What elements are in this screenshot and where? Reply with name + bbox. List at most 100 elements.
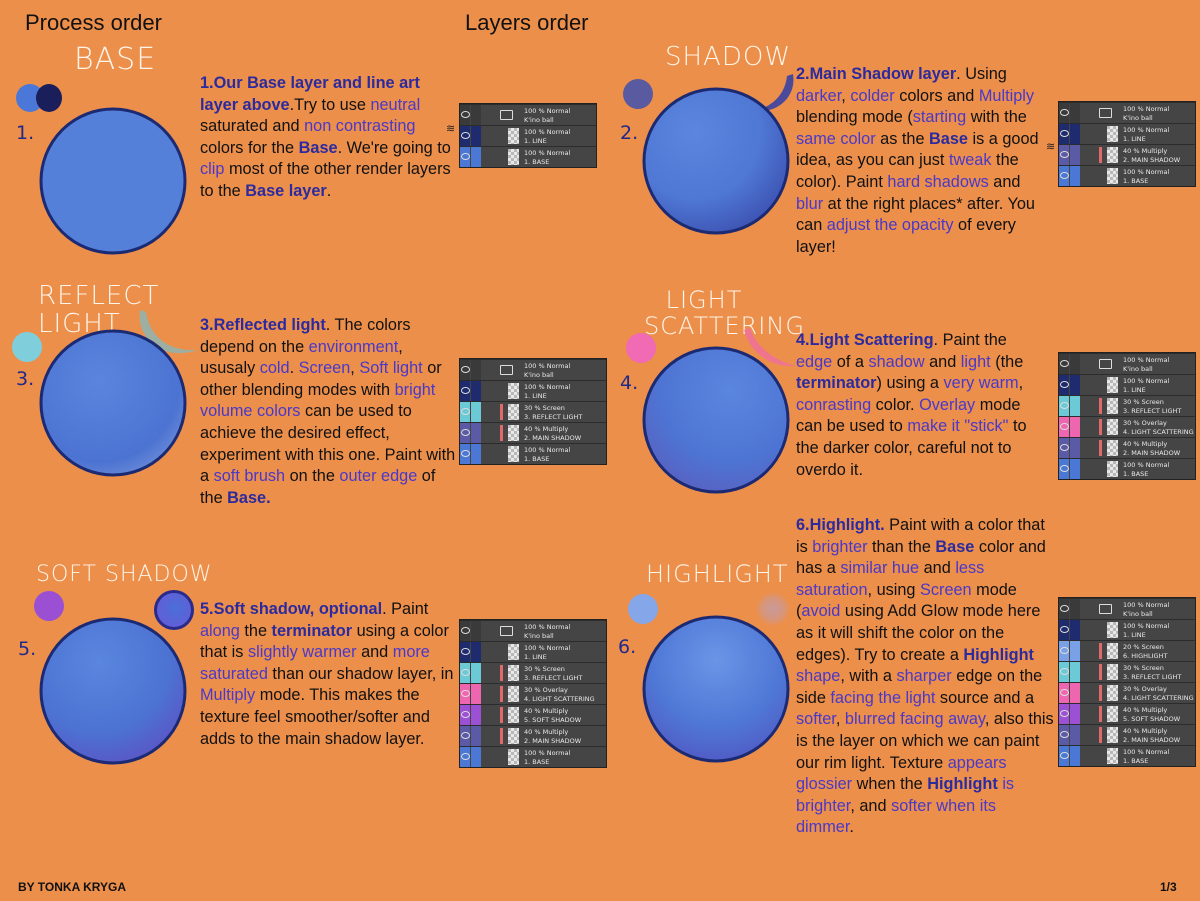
eye-icon[interactable] xyxy=(1060,151,1069,158)
layer-lock-cell[interactable] xyxy=(1070,396,1080,416)
eye-icon[interactable] xyxy=(1060,109,1069,116)
layer-lock-cell[interactable] xyxy=(1070,662,1080,682)
layer-lock-cell[interactable] xyxy=(471,402,481,422)
layer-lock-cell[interactable] xyxy=(1070,145,1080,165)
eye-icon[interactable] xyxy=(461,387,470,394)
layer-lock-cell[interactable] xyxy=(471,423,481,443)
layer-lock-cell[interactable] xyxy=(471,726,481,746)
eye-icon[interactable] xyxy=(1060,360,1069,367)
eye-icon[interactable] xyxy=(1060,689,1069,696)
eye-icon[interactable] xyxy=(1060,710,1069,717)
eye-icon[interactable] xyxy=(461,450,470,457)
layer-lock-cell[interactable] xyxy=(1070,683,1080,703)
layer-lock-cell[interactable] xyxy=(1070,438,1080,458)
eye-icon[interactable] xyxy=(1060,647,1069,654)
eye-icon[interactable] xyxy=(461,669,470,676)
layer-lock-cell[interactable] xyxy=(471,444,481,464)
layer-lock-cell[interactable] xyxy=(1070,704,1080,724)
eye-icon[interactable] xyxy=(1060,605,1069,612)
eye-icon[interactable] xyxy=(461,753,470,760)
eye-icon[interactable] xyxy=(461,690,470,697)
eye-icon[interactable] xyxy=(461,429,470,436)
eye-icon[interactable] xyxy=(1060,130,1069,137)
eye-icon[interactable] xyxy=(461,366,470,373)
eye-icon[interactable] xyxy=(1060,444,1069,451)
eye-icon[interactable] xyxy=(461,111,470,118)
layer-lock-cell[interactable] xyxy=(1070,725,1080,745)
eye-icon[interactable] xyxy=(1060,465,1069,472)
eye-icon[interactable] xyxy=(461,711,470,718)
layer-lock-cell[interactable] xyxy=(471,705,481,725)
layer-lock-cell[interactable] xyxy=(1070,459,1080,479)
layer-lock-cell[interactable] xyxy=(1070,354,1080,374)
layer-lock-cell[interactable] xyxy=(471,126,481,146)
eye-icon[interactable] xyxy=(461,132,470,139)
eye-icon[interactable] xyxy=(1060,626,1069,633)
layer-lock-cell[interactable] xyxy=(1070,103,1080,123)
eye-icon[interactable] xyxy=(461,408,470,415)
layer-lock-cell[interactable] xyxy=(471,747,481,767)
eye-icon[interactable] xyxy=(461,648,470,655)
layer-lock-cell[interactable] xyxy=(1070,620,1080,640)
layer-lock-cell[interactable] xyxy=(471,621,481,641)
eye-icon[interactable] xyxy=(1060,381,1069,388)
layer-lock-cell[interactable] xyxy=(1070,124,1080,144)
layer-lock-cell[interactable] xyxy=(471,642,481,662)
layer-lock-cell[interactable] xyxy=(471,147,481,167)
layer-lock-cell[interactable] xyxy=(471,663,481,683)
layer-lock-cell[interactable] xyxy=(1070,375,1080,395)
eye-icon[interactable] xyxy=(1060,668,1069,675)
layer-lock-cell[interactable] xyxy=(471,360,481,380)
eye-icon[interactable] xyxy=(461,732,470,739)
eye-icon[interactable] xyxy=(1060,752,1069,759)
layer-lock-cell[interactable] xyxy=(1070,641,1080,661)
layer-lock-cell[interactable] xyxy=(1070,417,1080,437)
clip-indicator xyxy=(500,404,503,420)
layer-lock-cell[interactable] xyxy=(1070,166,1080,186)
layer-lock-cell[interactable] xyxy=(471,381,481,401)
eye-icon[interactable] xyxy=(461,153,470,160)
eye-icon[interactable] xyxy=(1060,402,1069,409)
layer-lock-cell[interactable] xyxy=(1070,599,1080,619)
layer-lock-cell[interactable] xyxy=(471,684,481,704)
eye-icon[interactable] xyxy=(1060,731,1069,738)
eye-icon[interactable] xyxy=(1060,172,1069,179)
eye-icon[interactable] xyxy=(461,627,470,634)
eye-icon[interactable] xyxy=(1060,423,1069,430)
layer-lock-cell[interactable] xyxy=(1070,746,1080,766)
layer-lock-cell[interactable] xyxy=(471,105,481,125)
